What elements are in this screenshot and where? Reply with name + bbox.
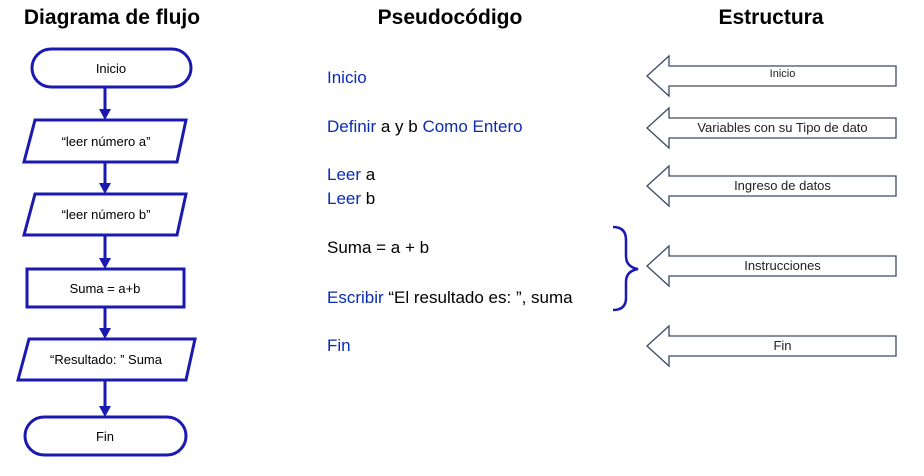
structure-heading: Estructura <box>718 6 824 29</box>
arrowhead-5 <box>99 406 111 417</box>
read-b-label: “leer número b” <box>62 207 151 222</box>
end-label: Fin <box>96 429 114 444</box>
pseudo-line-definir: Definir a y b Como Entero <box>327 115 523 139</box>
structure-label-ingreso: Ingreso de datos <box>734 178 831 193</box>
start-label: Inicio <box>96 61 126 76</box>
arrowhead-3 <box>99 258 111 269</box>
keyword-leer-b: Leer <box>327 189 362 208</box>
output-parallelogram <box>16 337 197 382</box>
arrowhead-2 <box>99 183 111 194</box>
end-terminal <box>23 415 188 457</box>
read-a-label: “leer número a” <box>62 134 151 149</box>
output-label: “Resultado: ” Suma <box>50 352 163 367</box>
read-b-parallelogram <box>22 192 188 237</box>
process-label: Suma = a+b <box>70 281 141 296</box>
structure-arrow-ingreso <box>646 164 897 208</box>
pseudo-line-inicio: Inicio <box>327 66 367 90</box>
escribir-args: “El resultado es: ”, suma <box>383 288 573 307</box>
arrowhead-4 <box>99 328 111 339</box>
keyword-escribir: Escribir <box>327 288 384 307</box>
suma-statement: Suma = a + b <box>327 238 430 257</box>
curly-brace <box>612 225 639 312</box>
structure-arrow-inicio <box>646 54 897 98</box>
definir-vars: a y b <box>376 117 423 136</box>
structure-arrow-instrucciones <box>646 244 897 288</box>
leer-a-var: a <box>361 165 376 184</box>
leer-b-var: b <box>361 189 376 208</box>
structure-label-inicio: Inicio <box>769 68 796 80</box>
process-box <box>25 267 186 309</box>
arrowhead-1 <box>99 109 111 120</box>
structure-arrow-variables <box>646 106 897 150</box>
read-a-parallelogram <box>22 118 188 164</box>
keyword-como-entero: Como Entero <box>422 117 523 136</box>
keyword-inicio: Inicio <box>327 68 367 87</box>
pseudocode-heading: Pseudocódigo <box>377 6 523 29</box>
start-terminal <box>30 47 193 89</box>
pseudo-line-leer-a: Leer a <box>327 163 375 187</box>
keyword-leer-a: Leer <box>327 165 362 184</box>
pseudo-line-suma: Suma = a + b <box>327 236 429 260</box>
keyword-definir: Definir <box>327 117 377 136</box>
keyword-fin: Fin <box>327 336 351 355</box>
structure-arrow-fin <box>646 324 897 368</box>
pseudo-line-leer-b: Leer b <box>327 187 375 211</box>
pseudo-line-fin: Fin <box>327 334 351 358</box>
structure-label-fin: Fin <box>773 338 792 353</box>
structure-label-instrucciones: Instrucciones <box>744 258 821 273</box>
flowchart-heading: Diagrama de flujo <box>23 6 201 29</box>
structure-label-variables: Variables con su Tipo de dato <box>697 120 868 135</box>
pseudo-line-escribir: Escribir “El resultado es: ”, suma <box>327 286 573 310</box>
